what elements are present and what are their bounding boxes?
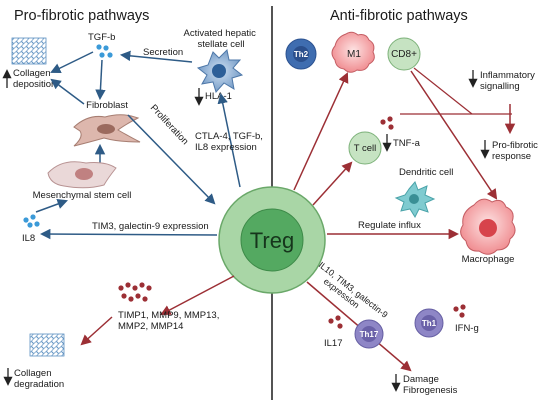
collagen-degradation-mesh-icon — [29, 333, 65, 357]
dendritic-cell-icon — [394, 181, 436, 219]
timp-mmp-label: TIMP1, MMP9, MMP13, MMP2, MMP14 — [118, 310, 222, 332]
macrophage-label: Macrophage — [462, 254, 515, 265]
th2-label: Th2 — [294, 50, 309, 59]
pro-fibrotic-response-label: Pro-fibrotic response — [492, 140, 541, 162]
collagen-degradation-label: Collagen degradation — [14, 368, 64, 390]
regulate-influx-label: Regulate influx — [358, 220, 421, 231]
cd8-to-signalling-line — [413, 67, 473, 115]
treg-cell: Treg — [218, 186, 326, 294]
cd8-to-macrophage-arrow — [410, 70, 498, 200]
ifng-label: IFN-g — [455, 323, 479, 334]
mesenchymal-stem-cell-icon — [47, 161, 117, 189]
il17-label: IL17 — [324, 338, 343, 349]
fibroblast-label: Fibroblast — [86, 100, 128, 111]
treg-label: Treg — [250, 228, 294, 253]
hsc-to-treg-arrow — [217, 92, 241, 188]
tim3-galectin9-label: TIM3, galectin-9 expression — [92, 221, 209, 232]
tgfb-molecule-icon — [96, 44, 113, 58]
hla1-label: HLA-1 — [205, 91, 232, 102]
m1-label: M1 — [347, 49, 361, 60]
right-panel-title: Anti-fibrotic pathways — [330, 8, 468, 24]
collagen-deposition-label: Collagen deposition — [13, 68, 56, 90]
treg-to-m1-arrow — [293, 72, 349, 191]
fibroblast-to-collagen-arrow — [50, 78, 85, 105]
timp-to-collagen-arrow — [80, 316, 113, 346]
il8-to-mesenchymal-arrow — [35, 198, 68, 213]
th1-cell-icon: Th1 — [414, 308, 444, 338]
tnfa-label: TNF-a — [393, 138, 421, 149]
timp-mmp-molecule-icon — [118, 282, 152, 302]
tim3-galectin9-arrow — [39, 228, 218, 240]
activated-hsc-label: Activated hepatic stellate cell — [184, 28, 259, 50]
th17-label: Th17 — [360, 330, 379, 339]
macrophage-cell-icon — [460, 198, 516, 255]
inflammatory-label: Inflammatory signalling — [480, 70, 538, 92]
th2-cell-icon: Th2 — [285, 38, 317, 70]
dendritic-label: Dendritic cell — [399, 167, 453, 178]
left-panel-title: Pro-fibrotic pathways — [14, 8, 149, 24]
proliferation-label: Proliferation — [148, 103, 191, 148]
tgfb-to-collagen-arrow — [50, 51, 94, 74]
proliferation-arrow — [127, 114, 216, 205]
tnfa-molecule-icon — [380, 116, 394, 130]
t-cell-label: T cell — [354, 143, 377, 154]
damage-fibrogenesis-label: Damage Fibrogenesis — [403, 374, 458, 396]
ifng-molecule-icon — [453, 304, 466, 318]
th1-label: Th1 — [422, 319, 437, 328]
t-cell-icon: T cell — [348, 131, 382, 165]
il17-molecule-icon — [328, 315, 343, 329]
secretion-arrow — [119, 50, 193, 63]
mesenchymal-label: Mesenchymal stem cell — [33, 190, 132, 201]
tgfb-label: TGF-b — [88, 32, 115, 43]
th17-cell-icon: Th17 — [354, 319, 384, 349]
cd8-label: CD8+ — [391, 49, 417, 60]
tgfb-to-fibroblast-arrow — [95, 59, 106, 101]
cd8-cell-icon: CD8+ — [387, 37, 421, 71]
treg-to-tcell-arrow — [312, 161, 353, 206]
collagen-deposition-mesh-icon — [11, 37, 47, 65]
m1-cell-icon: M1 — [331, 31, 375, 73]
hepatic-stellate-cell-icon — [196, 48, 244, 94]
ctla4-label: CTLA-4, TGF-b, IL8 expression — [195, 131, 266, 153]
il8-label: IL8 — [22, 233, 35, 244]
secretion-label: Secretion — [143, 47, 183, 58]
il8-molecule-icon — [23, 214, 40, 228]
fibroblast-cell-icon — [73, 114, 141, 147]
treg-to-timp-arrow — [160, 275, 235, 315]
